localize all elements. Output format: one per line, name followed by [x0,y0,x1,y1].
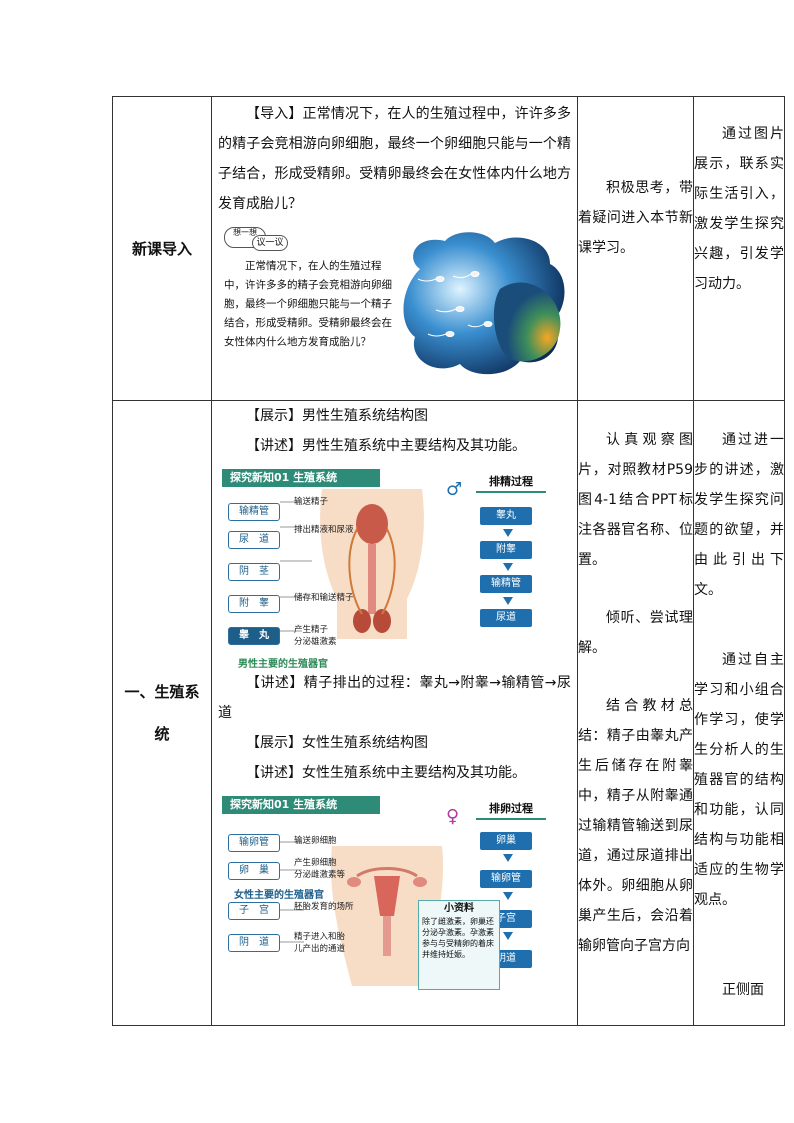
arrow-down-icon [503,597,513,605]
organ-function: 储存和输送精子 [294,593,354,603]
arrow-down-icon [503,563,513,571]
intro-figure: 想一想 议一议 正常情况下，在人的生殖过程中，许许多多的精子会竞相游向卵细胞，最… [218,225,571,385]
discuss-badge: 议一议 [252,235,288,251]
student-activity-text: 认真观察图片，对照教材P59图4-1结合PPT标注各器官名称、位置。 [578,432,693,568]
student-activity-text: 倾听、尝试理解。 [578,610,693,656]
think-text: 正常情况下，在人的生殖过程中，许许多多的精子会竞相游向卵细胞，最终一个卵细胞只能… [224,260,392,348]
table-row: 新课导入 【导入】正常情况下，在人的生殖过程中，许许多多的精子会竞相游向卵细胞，… [112,96,785,401]
sperm-flow-title: 排精过程 [476,473,546,493]
flow-step: 输卵管 [480,870,532,888]
section-title-line1: 一、生殖系 [124,683,200,701]
female-anatomy-illustration [280,841,443,986]
organ-label: 睾 丸 [228,627,280,645]
sperm-egg-image [403,232,565,375]
organ-function: 分泌雌激素等 [294,870,346,880]
female-symbol-icon: ♀ [446,806,460,827]
explain-sperm-line: 【讲述】精子排出的过程：睾丸→附睾→输精管→尿道 [218,675,571,721]
design-intent-text: 通过自主学习和小组合作学习，使学生分析人的生殖器官的结构和功能，认同结构与功能相… [694,652,784,908]
student-activity-cell: 积极思考，带着疑问进入本节新课学习。 [577,96,694,401]
flow-step: 睾丸 [480,507,532,525]
organ-label: 输精管 [228,503,280,521]
flow-step: 卵巢 [480,832,532,850]
flow-step: 尿道 [480,609,532,627]
organ-function: 分泌雄激素 [294,637,337,647]
show-male-line: 【展示】男性生殖系统结构图 [246,408,428,424]
student-activity-cell: 认真观察图片，对照教材P59图4-1结合PPT标注各器官名称、位置。 倾听、尝试… [577,400,694,1026]
organ-function: 胚胎发育的场所 [294,902,354,912]
organ-label: 尿 道 [228,531,280,549]
student-activity-text: 结合教材总结：精子由睾丸产生后储存在附睾中，精子从附睾通过输精管输送到尿道，通过… [578,698,693,954]
explain-male-line: 【讲述】男性生殖系统中主要结构及其功能。 [246,438,526,454]
male-figure-caption: 男性主要的生殖器官 [238,659,328,670]
design-intent-cell: 通过图片展示，联系实际生活引入，激发学生探究兴趣，引发学习动力。 [693,96,785,401]
section-cell: 一、生殖系 统 [112,400,212,1026]
organ-label: 子 宫 [228,902,280,920]
organ-label: 卵 巢 [228,862,280,880]
design-intent-text: 通过图片展示，联系实际生活引入，激发学生探究兴趣，引发学习动力。 [694,126,784,292]
organ-function: 输送卵细胞 [294,836,337,846]
organ-function: 产生卵细胞 [294,858,337,868]
organ-function: 产生精子 [294,625,329,635]
info-box: 小资料 除了雌激素，卵巢还分泌孕激素。孕激素参与与受精卵的着床并维持妊娠。 [418,900,500,990]
flow-step: 附睾 [480,541,532,559]
arrow-down-icon [503,854,513,862]
section-title: 新课导入 [131,240,192,258]
organ-label: 阴 茎 [228,563,280,581]
section-title-line2: 统 [154,725,170,743]
organ-label: 阴 道 [228,934,280,952]
organ-label: 附 睾 [228,595,280,613]
male-symbol-icon: ♂ [446,479,463,500]
organ-function: 儿产出的通道 [294,944,346,954]
male-reproductive-figure: 探究新知01 生殖系统 输精管 尿 道 [222,469,572,670]
design-intent-text: 通过进一步的讲述，激发学生探究问题的欲望，并由此引出下文。 [694,432,784,598]
male-anatomy-illustration [280,489,424,639]
organ-function: 排出精液和尿液 [294,525,354,535]
think-box: 想一想 议一议 正常情况下，在人的生殖过程中，许许多多的精子会竞相游向卵细胞，最… [224,225,404,385]
student-activity-text: 积极思考，带着疑问进入本节新课学习。 [578,180,693,256]
design-intent-cell: 通过进一步的讲述，激发学生探究问题的欲望，并由此引出下文。 通过自主学习和小组合… [693,400,785,1026]
arrow-down-icon [503,932,513,940]
organ-function: 精子进入和胎 [294,932,346,942]
ovum-flow-title: 排卵过程 [476,800,546,820]
male-figure-header: 探究新知01 生殖系统 [222,469,380,487]
organ-function: 输送精子 [294,497,329,507]
teacher-activity-cell: 【展示】男性生殖系统结构图 【讲述】男性生殖系统中主要结构及其功能。 探究新知0… [211,400,578,1026]
explain-female-line: 【讲述】女性生殖系统中主要结构及其功能。 [246,765,526,781]
lesson-plan-table: 新课导入 【导入】正常情况下，在人的生殖过程中，许许多多的精子会竞相游向卵细胞，… [112,96,785,1026]
female-figure-header: 探究新知01 生殖系统 [222,796,380,814]
teacher-activity-cell: 【导入】正常情况下，在人的生殖过程中，许许多多的精子会竞相游向卵细胞，最终一个卵… [211,96,578,401]
female-figure-caption: 女性主要的生殖器官 [234,890,324,901]
organ-label: 输卵管 [228,834,280,852]
table-row: 一、生殖系 统 【展示】男性生殖系统结构图 【讲述】男性生殖系统中主要结构及其功… [112,400,785,1026]
intro-text: 【导入】正常情况下，在人的生殖过程中，许许多多的精子会竞相游向卵细胞，最终一个卵… [218,106,571,212]
info-box-text: 除了雌激素，卵巢还分泌孕激素。孕激素参与与受精卵的着床并维持妊娠。 [422,917,494,959]
info-box-title: 小资料 [444,903,474,914]
section-cell: 新课导入 [112,96,212,401]
flow-step: 输精管 [480,575,532,593]
show-female-line: 【展示】女性生殖系统结构图 [246,735,428,751]
arrow-down-icon [503,529,513,537]
design-intent-text: 正侧面 [722,982,764,998]
arrow-down-icon [503,892,513,900]
female-reproductive-figure: 探究新知01 生殖系统 输卵管 卵 巢 子 宫 阴 道 [222,796,572,990]
